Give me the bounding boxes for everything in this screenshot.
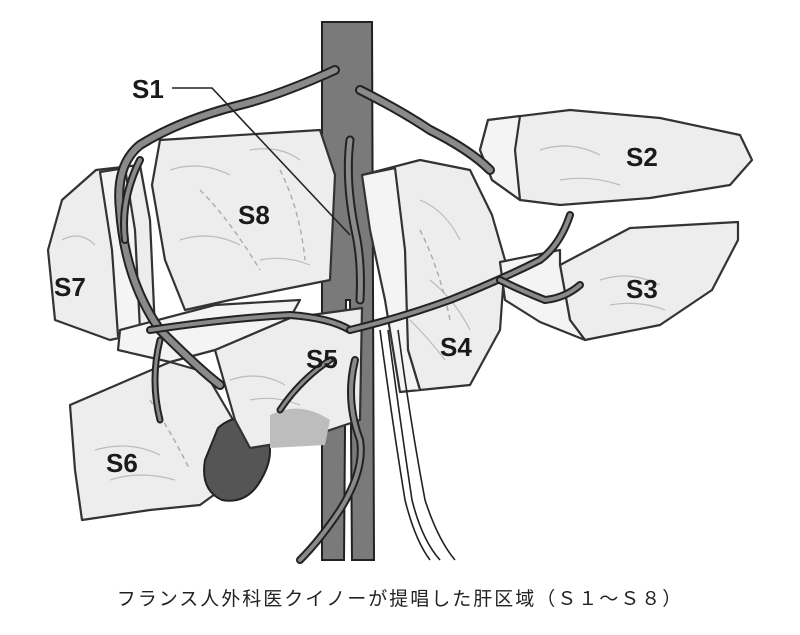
label-s7: S7: [54, 272, 86, 302]
label-s4: S4: [440, 332, 472, 362]
label-s1: S1: [132, 74, 164, 104]
label-s5: S5: [306, 344, 338, 374]
vena-cava: [321, 21, 376, 561]
label-s6: S6: [106, 448, 138, 478]
s1-leader: [172, 87, 351, 236]
label-s3: S3: [626, 274, 658, 304]
segment-s7-lobe: [46, 163, 157, 342]
figure-caption: フランス人外科医クイノーが提唱した肝区域（Ｓ１～Ｓ８）: [116, 588, 684, 610]
label-s8: S8: [238, 200, 270, 230]
segment-s2-lobe: [478, 108, 754, 207]
segment-s4-lobe: [360, 158, 507, 394]
segment-s3-lobe: [498, 220, 740, 342]
segment-s8-lobe: [150, 128, 337, 312]
hepatic-vessels: [114, 65, 584, 564]
label-s2: S2: [626, 142, 658, 172]
liver-segment-diagram: S1 S2 S3 S4 S5 S6 S7 S8: [46, 21, 754, 564]
segment-s5-lobe: [213, 306, 364, 450]
